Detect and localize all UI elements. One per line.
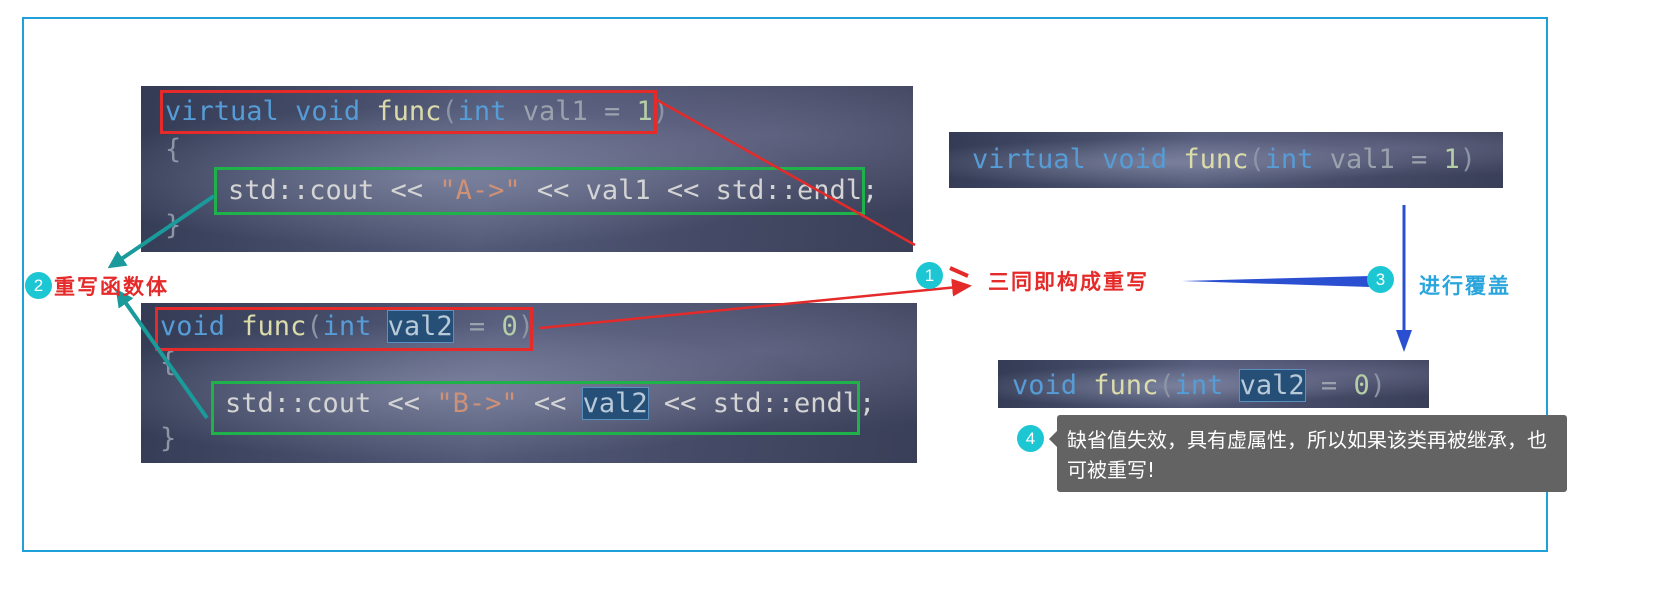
arrow-body-b-to-label [115, 288, 209, 420]
result-b-code: void func(int val2 = 0) [1012, 369, 1386, 402]
arrow-rule-hook [949, 266, 969, 278]
arrow-rule-to-cover [1182, 276, 1370, 287]
badge-1: 1 [916, 262, 943, 289]
code-a-signature-box [160, 90, 657, 134]
result-panel-a: virtual void func(int val1 = 1) [949, 132, 1503, 188]
arrow-cover-down-head [1396, 330, 1412, 352]
badge-2: 2 [25, 272, 52, 299]
code-a-line-1: virtual void func(int val1 = 1) [165, 96, 670, 127]
code-a-body-box [214, 167, 865, 215]
tooltip-pointer [1049, 430, 1058, 448]
diagram-frame [22, 17, 1548, 552]
arrow-signature-b-to-rule [539, 278, 972, 330]
label-rewrite-body: 重写函数体 [54, 274, 169, 299]
badge-4: 4 [1017, 425, 1044, 452]
code-b-line-3: std::cout << "B->" << val2 << std::endl; [225, 387, 876, 420]
code-a-brace-open: { [165, 134, 182, 165]
tooltip-note: 缺省值失效，具有虚属性，所以如果该类再被继承，也可被重写! [1057, 415, 1567, 492]
arrow-signature-a-to-rule [656, 98, 916, 247]
result-panel-b: void func(int val2 = 0) [998, 360, 1429, 408]
label-cover: 进行覆盖 [1419, 273, 1511, 298]
code-b-signature-box [155, 307, 533, 351]
result-a-code: virtual void func(int val1 = 1) [972, 144, 1477, 175]
code-b-line-1: void func(int val2 = 0) [160, 310, 534, 343]
arrow-body-a-to-label [107, 194, 216, 269]
code-b-body-box [211, 381, 860, 435]
code-b-brace-close: } [160, 423, 177, 454]
code-a-line-3: std::cout << "A->" << val1 << std::endl; [228, 175, 879, 206]
label-three-same: 三同即构成重写 [988, 269, 1149, 294]
badge-3: 3 [1367, 266, 1394, 293]
